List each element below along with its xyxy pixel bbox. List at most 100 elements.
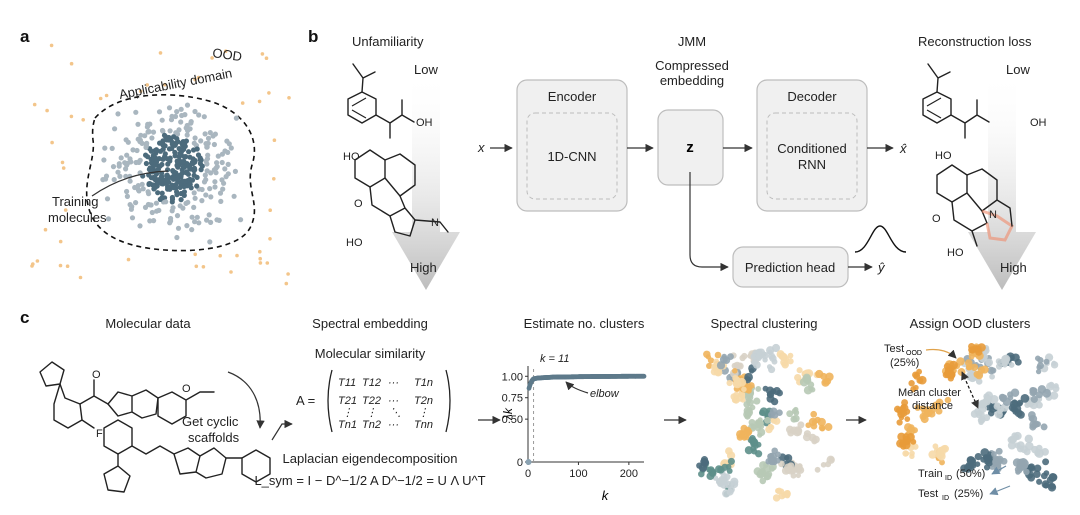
cluster-point — [820, 461, 827, 468]
cluster-point — [698, 470, 705, 478]
training-point — [184, 132, 190, 138]
training-point — [138, 132, 144, 138]
training-point — [191, 190, 197, 196]
cluster-point — [757, 469, 766, 478]
decoder-inner-line1: Conditioned — [777, 141, 846, 156]
svg-text:⋮: ⋮ — [342, 407, 353, 419]
cluster-point — [803, 386, 813, 395]
ood-point — [196, 75, 201, 80]
ood-point — [218, 253, 222, 258]
id-cluster-point — [974, 461, 981, 468]
ood-point — [145, 83, 149, 87]
id-cluster-point — [984, 456, 992, 464]
scaffold-molecule — [103, 419, 271, 493]
ood-point — [45, 108, 49, 113]
ood-cluster-point — [916, 377, 924, 384]
panel-letter-a: a — [20, 27, 30, 46]
cluster-point — [825, 372, 834, 382]
training-point — [233, 115, 239, 121]
cluster-point — [740, 397, 746, 403]
training-point — [118, 155, 124, 161]
cluster-point — [706, 466, 712, 473]
training-point — [174, 131, 181, 137]
data-point — [525, 459, 532, 465]
ood-cluster-point — [912, 384, 919, 391]
training-point — [212, 184, 218, 190]
training-point — [139, 140, 145, 146]
training-point — [181, 154, 187, 160]
training-point — [111, 177, 117, 183]
id-cluster-point — [1033, 464, 1042, 473]
ood-point — [65, 264, 70, 269]
training-point — [176, 146, 182, 152]
training-point — [167, 155, 173, 161]
ood-point — [35, 259, 40, 263]
cluster-point — [822, 379, 828, 385]
ood-point — [193, 77, 197, 82]
training-point — [174, 234, 180, 241]
id-cluster-point — [1010, 388, 1020, 397]
x-axis-label: k — [602, 488, 610, 503]
training-point — [198, 138, 204, 144]
cluster-point — [774, 451, 782, 458]
cluster-point — [766, 364, 773, 370]
ood-point — [60, 160, 65, 165]
cluster-point — [743, 400, 751, 408]
panel-letter-c: c — [20, 308, 29, 327]
cluster-point — [824, 423, 833, 431]
cluster-point — [795, 472, 801, 479]
svg-text:O: O — [92, 369, 101, 381]
training-point — [178, 106, 184, 112]
cluster-point — [818, 424, 826, 432]
training-point — [144, 124, 150, 130]
prediction-head-label: Prediction head — [745, 260, 835, 275]
svg-text:Tnn: Tnn — [414, 419, 433, 431]
ood-cluster-point — [949, 365, 955, 372]
training-label-line2: molecules — [48, 210, 107, 225]
id-cluster-point — [1049, 391, 1059, 400]
svg-text:O: O — [932, 213, 941, 225]
training-point — [220, 186, 226, 192]
id-cluster-point — [1001, 360, 1008, 367]
cluster-point — [701, 458, 709, 467]
training-point — [169, 194, 175, 201]
training-point — [202, 172, 208, 178]
training-point — [189, 214, 195, 220]
id-cluster-point — [1046, 382, 1055, 391]
training-point — [172, 153, 178, 159]
data-point — [641, 373, 647, 379]
training-point — [157, 196, 163, 202]
id-cluster-point — [1031, 422, 1038, 428]
y-tick-label: 0 — [517, 457, 523, 469]
svg-text:N: N — [431, 217, 439, 229]
ood-point — [193, 252, 197, 257]
training-point — [183, 170, 189, 176]
training-point — [101, 157, 107, 163]
cluster-point — [787, 429, 795, 437]
training-point — [112, 126, 118, 132]
training-point — [149, 209, 155, 216]
ood-point — [104, 93, 109, 98]
cluster-point — [809, 386, 816, 393]
training-point — [195, 152, 202, 158]
id-cluster-point — [997, 405, 1005, 413]
decoder-inner — [766, 112, 858, 200]
gaussian-curve — [854, 225, 907, 253]
training-point — [192, 108, 198, 115]
training-point — [204, 168, 210, 174]
cluster-point — [732, 368, 738, 374]
cluster-point — [741, 386, 747, 393]
training-point — [173, 182, 179, 188]
ood-point — [258, 249, 262, 254]
id-cluster-point — [1014, 442, 1021, 449]
ood-point — [229, 270, 233, 274]
svg-text:(50%): (50%) — [956, 468, 985, 480]
cluster-point — [730, 480, 739, 489]
training-point — [207, 130, 213, 136]
training-point — [154, 148, 160, 154]
cluster-point — [720, 480, 729, 489]
training-point — [231, 193, 237, 199]
reconstruction-loss-label: Reconstruction loss — [918, 34, 1032, 49]
